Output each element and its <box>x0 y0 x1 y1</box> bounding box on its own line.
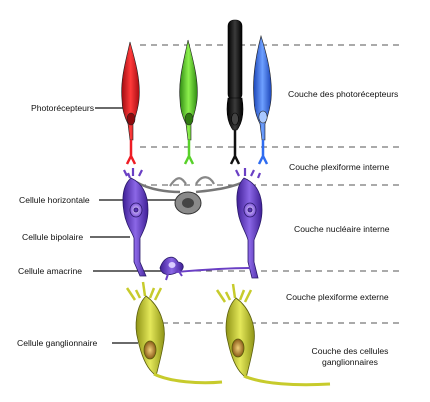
label-ganglion-layer-line2: ganglionnaires <box>322 357 378 367</box>
red-cone <box>121 41 140 165</box>
label-ganglion-layer-line1: Couche des cellules <box>311 346 389 356</box>
label-inner-plexiform-layer: Couche plexiforme interne <box>289 162 390 172</box>
blue-cone <box>253 34 272 165</box>
bipolar-cell-right <box>235 168 263 279</box>
ganglion-cell-left <box>125 281 223 385</box>
label-photoreceptor-layer: Couche des photorécepteurs <box>288 89 399 99</box>
amacrine-cell <box>159 256 251 281</box>
label-ganglion-cell: Cellule ganglionnaire <box>17 338 98 348</box>
bipolar-cell-left <box>122 168 149 277</box>
label-photoreceptors: Photorécepteurs <box>31 103 95 113</box>
label-inner-nuclear-layer: Couche nucléaire interne <box>294 224 390 234</box>
label-bipolar-cell: Cellule bipolaire <box>22 232 84 242</box>
rod-cell <box>226 19 244 165</box>
horizontal-cell <box>135 176 249 215</box>
label-amacrine-cell: Cellule amacrine <box>18 266 83 276</box>
ganglion-cell-right <box>215 283 331 387</box>
label-horizontal-cell: Cellule horizontale <box>19 195 90 205</box>
green-cone <box>179 39 198 165</box>
label-outer-plexiform-layer: Couche plexiforme externe <box>286 292 389 302</box>
